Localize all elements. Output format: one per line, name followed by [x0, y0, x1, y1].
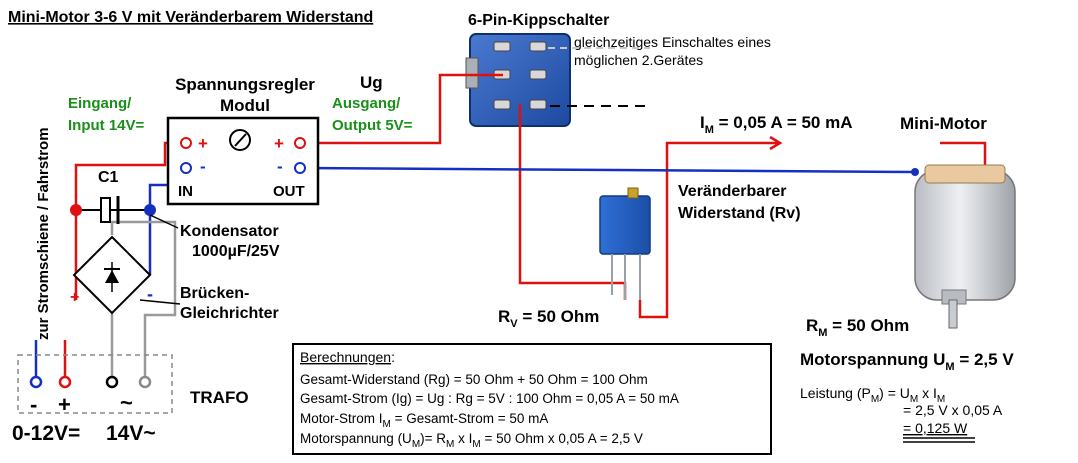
rectifier-pointer: [139, 299, 181, 305]
svg-text:-: -: [277, 157, 283, 176]
trafo-terminal-ac1: [105, 375, 119, 389]
power-line1: Leistung (PM) = UM x IM: [800, 385, 945, 405]
calculation-line3: Motor-Strom IM = Gesamt-Strom = 50 mA: [300, 411, 548, 430]
calculation-line1: Gesamt-Widerstand (Rg) = 50 Ohm + 50 Ohm…: [300, 372, 648, 387]
trafo-terminal-neg: [29, 375, 43, 389]
rail-label: zur Stromschiene / Fahrstrom: [35, 127, 52, 340]
regulator-in-label: IN: [178, 183, 193, 200]
power-line3: = 0,125 W: [903, 420, 968, 436]
trafo-label: TRAFO: [190, 388, 249, 407]
power-double-underline: [903, 437, 975, 443]
capacitor-label-line1: Kondensator: [180, 223, 279, 240]
switch-note-line1: gleichzeitiges Einschaltes eines: [574, 34, 771, 50]
switch-note-line2: möglichen 2.Gerätes: [574, 52, 703, 68]
svg-text:-: -: [200, 157, 206, 176]
bridge-rectifier: [72, 235, 152, 315]
resistor-value: RV = 50 Ohm: [498, 307, 599, 330]
trafo-terminal-ac2: [138, 375, 152, 389]
trafo-tilde: ~: [120, 390, 133, 415]
motor-voltage: Motorspannung UM = 2,5 V: [800, 350, 1014, 373]
rectifier-label-line1: Brücken-: [180, 285, 249, 302]
ac-wires: [76, 209, 177, 382]
diagram-title: Mini-Motor 3-6 V mit Veränderbarem Wider…: [8, 9, 373, 26]
trafo-dc-label: 0-12V=: [12, 422, 80, 445]
trafo-terminal-pos: [58, 375, 72, 389]
current-label: IM = 0,05 A = 50 mA: [700, 113, 853, 136]
node-negative: [144, 204, 156, 216]
capacitor-pointer: [149, 214, 179, 229]
rectifier-label-line2: Gleichrichter: [180, 305, 279, 322]
rectifier-plus: +: [70, 289, 79, 306]
switch-title: 6-Pin-Kippschalter: [468, 12, 609, 29]
calculation-line2: Gesamt-Strom (Ig) = Ug : Rg = 5V : 100 O…: [300, 391, 679, 406]
output-label-line1: Ausgang/: [332, 95, 401, 112]
rectifier-minus: -: [147, 284, 153, 304]
trafo-plus: +: [58, 392, 71, 417]
trafo-box: [17, 354, 173, 414]
toggle-switch: [465, 33, 571, 127]
motor-resistance: RM = 50 Ohm: [806, 316, 909, 339]
capacitor-symbol: [100, 196, 120, 224]
capacitor-id: C1: [98, 169, 119, 186]
potentiometer: [599, 187, 651, 300]
power-line2: = 2,5 V x 0,05 A: [903, 402, 1003, 418]
capacitor-label-line2: 1000µF/25V: [192, 243, 280, 260]
regulator-title-line2: Modul: [220, 96, 270, 115]
calculation-box: [292, 343, 772, 455]
motor-terminal-neg: [911, 168, 919, 176]
node-positive: [70, 204, 82, 216]
trafo-ac-label: 14V~: [106, 422, 156, 445]
motor-label: Mini-Motor: [900, 114, 987, 133]
trafo-minus: -: [30, 392, 37, 417]
resistor-label-line1: Veränderbarer: [678, 183, 787, 200]
calculation-heading: Berechnungen:: [300, 349, 395, 365]
input-label-line1: Eingang/: [68, 95, 132, 112]
input-label-line2: Input 14V=: [68, 117, 145, 134]
svg-text:+: +: [274, 134, 284, 153]
calculation-line4: Motorspannung (UM)= RM x IM = 50 Ohm x 0…: [300, 431, 643, 450]
regulator-out-label: OUT: [273, 183, 305, 200]
svg-text:+: +: [198, 134, 208, 153]
output-label-line2: Output 5V=: [332, 117, 413, 134]
ug-label: Ug: [360, 73, 383, 92]
gauge-icon: [229, 129, 251, 151]
resistor-label-line2: Widerstand (Rv): [678, 205, 801, 222]
regulator-title-line1: Spannungsregler: [175, 75, 315, 94]
motor-image: [914, 164, 1016, 329]
regulator-module: + - + -: [166, 116, 320, 206]
